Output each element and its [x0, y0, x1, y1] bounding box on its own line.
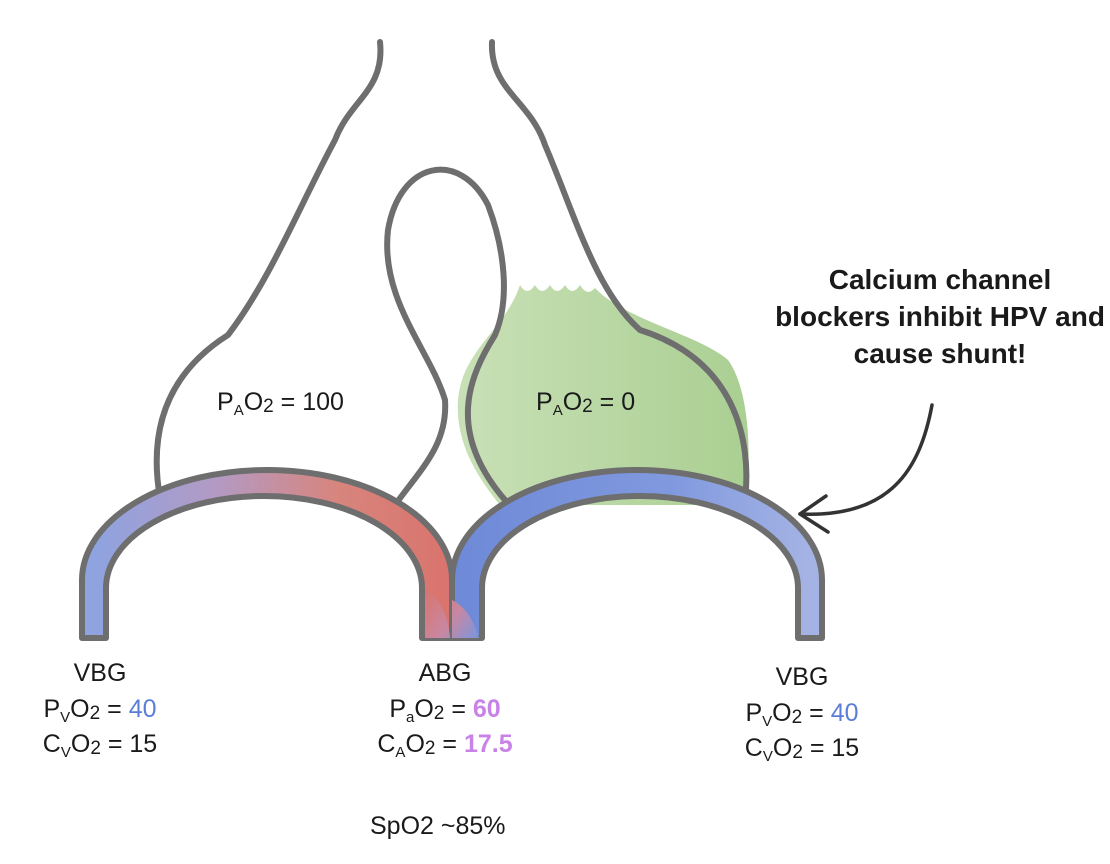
- airway-outline-right: [488, 39, 750, 503]
- alveolus-right-value: 0: [621, 388, 636, 416]
- vbg-left-title: VBG: [73, 659, 127, 687]
- arrowhead-icon: [798, 494, 830, 534]
- mixed-outflow-right: [452, 600, 479, 638]
- abg-pao2: PaO2 = 60: [389, 694, 501, 726]
- vbg-right-title: VBG: [775, 663, 829, 691]
- fluid-filled-alveolus: [457, 285, 749, 505]
- abg-title: ABG: [418, 659, 472, 687]
- vbg-right: VBG PVO2 = 40 CVO2 = 15: [722, 660, 882, 767]
- septum-outline: [384, 166, 508, 508]
- capillary-right: [449, 467, 825, 641]
- capillary-left: [79, 467, 455, 641]
- abg-center: ABG PaO2 = 60 CAO2 = 17.5: [355, 656, 535, 763]
- abg-cao2: CAO2 = 17.5: [377, 730, 513, 761]
- alveolus-left-label: PAO2 = 100: [217, 388, 344, 419]
- spo2-label: SpO2 ~85%: [370, 812, 506, 840]
- vbg-right-cvo2: CVO2 = 15: [744, 734, 860, 765]
- alveolus-left-value: 100: [302, 388, 344, 416]
- callout-text: Calcium channel blockers inhibit HPV and…: [775, 264, 1105, 369]
- alveolus-right-label: PAO2 = 0: [536, 388, 636, 419]
- mixed-outflow: [425, 588, 450, 638]
- airway-outline: [153, 39, 384, 501]
- vbg-left: VBG PVO2 = 40 CVO2 = 15: [20, 656, 180, 763]
- vbg-left-cvo2: CVO2 = 15: [42, 730, 158, 761]
- vbg-left-pvo2: PVO2 = 40: [43, 694, 157, 726]
- callout-arrow: [798, 403, 934, 516]
- vbg-right-pvo2: PVO2 = 40: [745, 698, 859, 730]
